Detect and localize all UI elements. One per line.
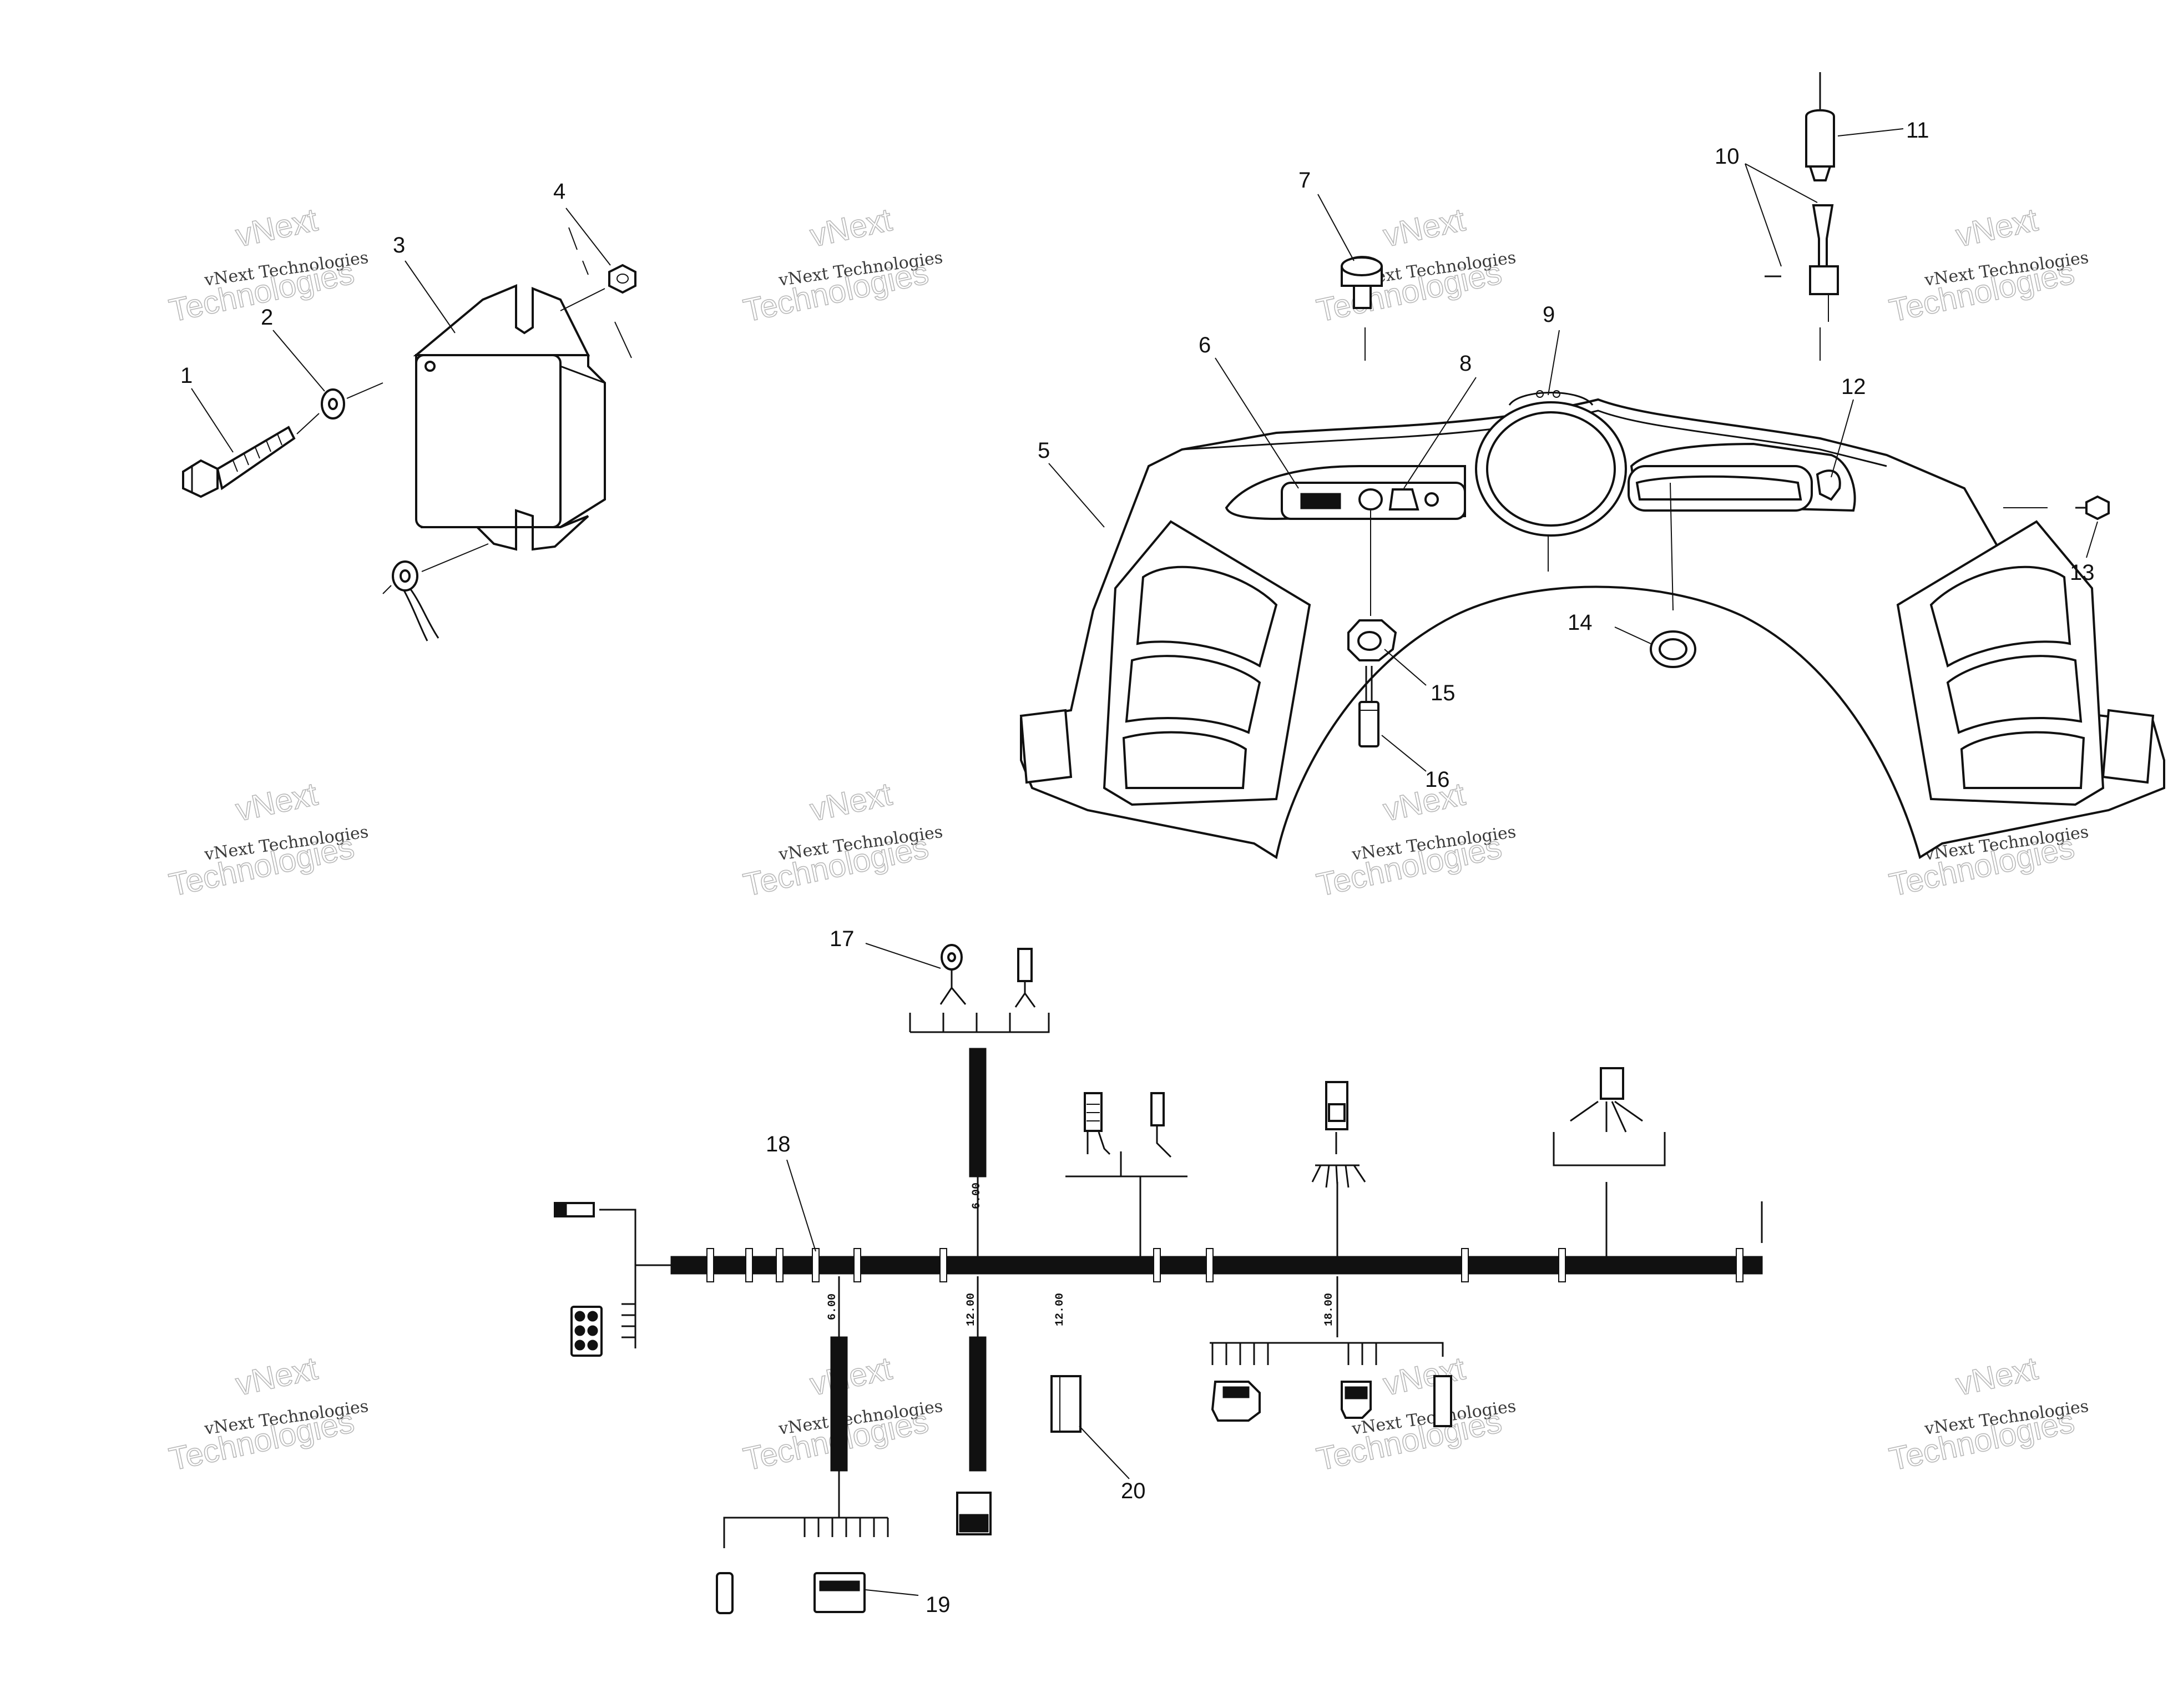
callout-5: 5 — [1038, 438, 1050, 463]
leader-lines — [191, 128, 2098, 1596]
harness-clip — [1558, 1248, 1566, 1282]
svg-text:vNext: vNext — [1380, 1350, 1468, 1402]
svg-text:vNext: vNext — [807, 201, 895, 254]
harness-clip — [745, 1248, 753, 1282]
washer-part — [321, 388, 345, 420]
callout-8: 8 — [1459, 351, 1472, 376]
nut-part — [608, 264, 636, 294]
harness-clip — [1461, 1248, 1469, 1282]
dash-console-part — [1019, 390, 2165, 860]
harness-clip — [706, 1248, 714, 1282]
harness-clip — [853, 1248, 861, 1282]
callout-16: 16 — [1425, 767, 1450, 792]
callout-4: 4 — [553, 179, 565, 204]
harness-clip — [939, 1248, 947, 1282]
callout-13: 13 — [2070, 560, 2095, 585]
harness-length-label: 12.00 — [965, 1293, 978, 1326]
callout-7: 7 — [1298, 168, 1311, 193]
harness-clip — [1153, 1248, 1161, 1282]
harness-length-label: 6.00 — [826, 1293, 839, 1320]
harness-length-label: 6.00 — [971, 1183, 983, 1209]
harness-clip — [776, 1248, 784, 1282]
callout-18: 18 — [766, 1132, 791, 1156]
callout-19: 19 — [926, 1593, 951, 1617]
callout-6: 6 — [1199, 333, 1211, 357]
switch-knob-part — [1341, 256, 1383, 361]
svg-text:vNext: vNext — [807, 1350, 895, 1402]
harness-clip — [1206, 1248, 1214, 1282]
svg-text:vNext: vNext — [807, 776, 895, 828]
callout-20: 20 — [1121, 1479, 1146, 1503]
svg-text:vNext: vNext — [1953, 201, 2041, 254]
harness-clip — [1736, 1248, 1744, 1282]
control-module-part — [413, 284, 606, 551]
callout-labels: 1 2 3 4 5 6 7 8 9 10 11 12 13 14 15 16 1… — [180, 118, 2095, 1617]
harness-trunk — [670, 1256, 1763, 1275]
bolt-part — [182, 426, 296, 498]
harness-clip — [812, 1248, 820, 1282]
cigarette-socket-part — [1765, 204, 1839, 361]
module-assembly — [182, 227, 636, 641]
callout-10: 10 — [1715, 144, 1740, 169]
bulb-part — [1358, 666, 1379, 747]
grommet-part — [1650, 630, 1696, 668]
wiring-harness: 6.00 12.00 12.00 18.00 6.00 — [554, 944, 1763, 1614]
dashboard-assembly — [1019, 72, 2165, 860]
svg-text:vNext: vNext — [1953, 1350, 2041, 1402]
svg-text:vNext: vNext — [233, 201, 321, 254]
callout-3: 3 — [393, 233, 405, 257]
harness-length-labels: 6.00 12.00 12.00 18.00 6.00 — [826, 1183, 1336, 1326]
harness-length-label: 18.00 — [1323, 1293, 1336, 1326]
svg-text:vNext: vNext — [1380, 201, 1468, 254]
svg-text:vNext: vNext — [233, 776, 321, 828]
screw-part — [2003, 495, 2110, 521]
callout-15: 15 — [1431, 681, 1456, 705]
plug-part — [1805, 72, 1835, 181]
callout-14: 14 — [1568, 610, 1593, 635]
callout-9: 9 — [1543, 302, 1555, 327]
callout-11: 11 — [1906, 118, 1929, 143]
callout-1: 1 — [180, 363, 193, 388]
ring-terminal-part — [382, 543, 489, 641]
svg-text:vNext: vNext — [233, 1350, 321, 1402]
callout-12: 12 — [1841, 375, 1866, 399]
callout-17: 17 — [830, 927, 855, 951]
knob-nut-part — [1347, 619, 1397, 661]
callout-2: 2 — [261, 305, 273, 330]
svg-text:vNext: vNext — [1380, 776, 1468, 828]
harness-length-label: 12.00 — [1054, 1293, 1067, 1326]
